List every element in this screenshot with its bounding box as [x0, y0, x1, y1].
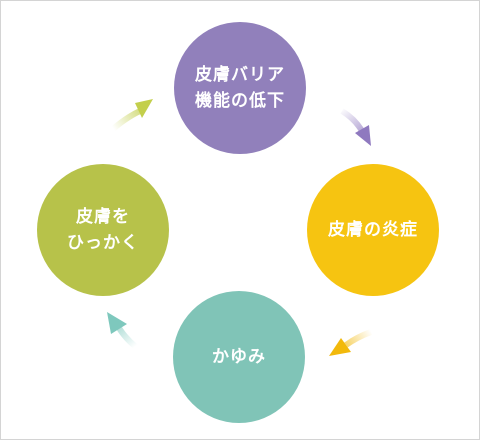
node-skin-barrier-decline-line-1: 皮膚バリア: [195, 65, 285, 85]
arrow-top-to-right: [340, 108, 371, 146]
arrow-left-to-top-head: [135, 99, 153, 118]
node-scratching-skin-line-2: ひっかく: [67, 233, 139, 253]
node-scratching-skin: 皮膚を ひっかく: [37, 164, 169, 296]
node-skin-barrier-decline-line-2: 機能の低下: [195, 91, 285, 111]
arrow-bottom-to-left: [107, 312, 138, 350]
arrow-bottom-to-left-head: [107, 312, 127, 334]
arrow-right-to-bottom-head: [329, 338, 351, 356]
node-itching-label: かゆみ: [212, 347, 266, 367]
arrow-top-to-right-head: [355, 125, 371, 146]
node-skin-inflammation: 皮膚の炎症: [307, 164, 439, 296]
node-itching: かゆみ: [173, 291, 305, 423]
node-skin-inflammation-label: 皮膚の炎症: [328, 220, 418, 240]
node-scratching-skin-line-1: 皮膚を: [76, 207, 130, 227]
arrow-left-to-top: [111, 99, 153, 132]
node-skin-barrier-decline: 皮膚バリア 機能の低下: [174, 22, 306, 154]
arrow-right-to-bottom: [329, 329, 373, 356]
